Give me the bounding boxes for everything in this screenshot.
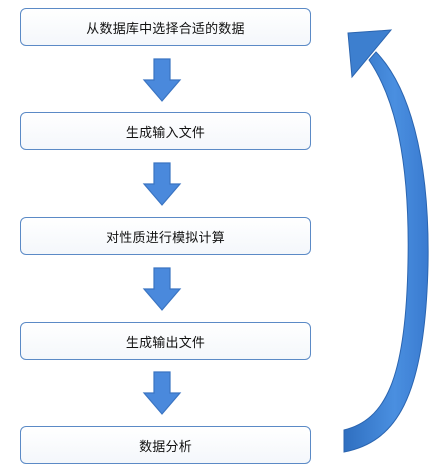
arrow-down-icon (142, 371, 182, 415)
step-generate-output: 生成输出文件 (20, 322, 311, 360)
step-label: 从数据库中选择合适的数据 (86, 21, 245, 37)
step-select-data: 从数据库中选择合适的数据 (20, 8, 311, 46)
arrow-down-icon (142, 162, 182, 206)
step-label: 对性质进行模拟计算 (106, 230, 225, 246)
step-simulate: 对性质进行模拟计算 (20, 217, 311, 255)
step-label: 生成输入文件 (125, 125, 206, 141)
arrow-down-icon (142, 58, 182, 102)
step-generate-input: 生成输入文件 (20, 112, 311, 150)
arrow-down-icon (142, 267, 182, 311)
step-analyze-data: 数据分析 (20, 426, 311, 464)
step-label: 数据分析 (139, 439, 192, 455)
step-label: 生成输出文件 (125, 335, 206, 351)
